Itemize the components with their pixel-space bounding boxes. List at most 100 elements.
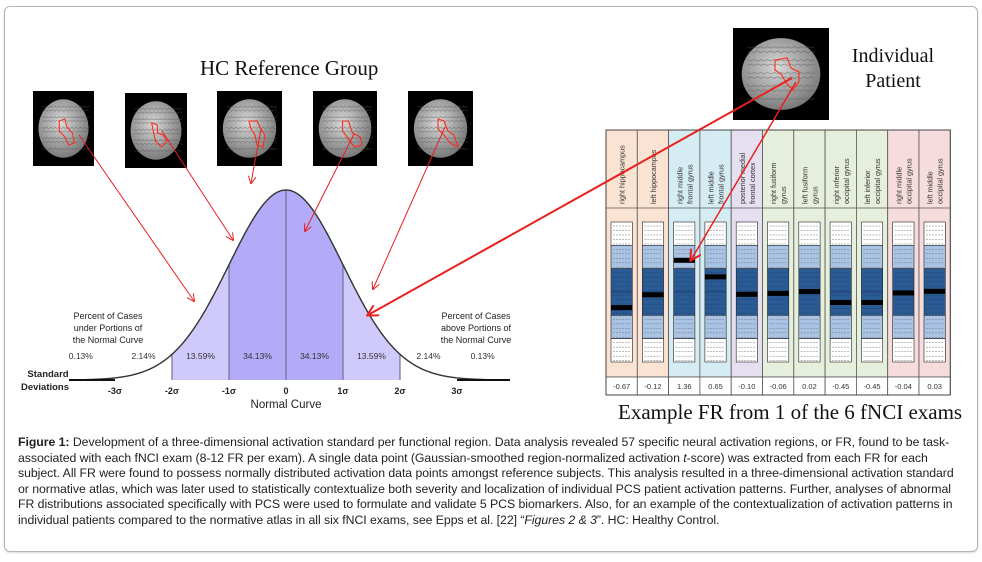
- patient-value-marker: [924, 288, 946, 294]
- column-header-label: occipital gyrus: [936, 158, 945, 204]
- brain-icon: [413, 99, 468, 158]
- reference-brain-image-5: [408, 91, 473, 166]
- right-note-line2: above Portions of: [441, 323, 512, 333]
- column-value: 0.03: [927, 382, 942, 391]
- caption-text-3: ”. HC: Healthy Control.: [596, 512, 720, 527]
- column-header-label: left fusiform: [800, 167, 809, 204]
- patient-value-marker: [611, 305, 633, 311]
- fr-column: right hippocampus-0.67: [605, 129, 638, 396]
- region-outline: [774, 57, 800, 91]
- column-header-label: frontal gyrus: [717, 164, 726, 204]
- brain-icon: [318, 99, 372, 158]
- reference-brain-image-1: [33, 91, 94, 166]
- column-header-label: gyrus: [810, 186, 819, 204]
- figure-caption: Figure 1: Development of a three-dimensi…: [18, 435, 966, 529]
- column-value: -0.45: [863, 382, 880, 391]
- arrow-brain2-to-curve: [161, 130, 233, 240]
- arrow-patient-to-curve: [368, 77, 793, 315]
- hc-reference-group-title: HC Reference Group: [200, 56, 379, 80]
- column-header-label: right hippocampus: [618, 145, 627, 204]
- arrow-brain3-to-curve: [251, 128, 262, 183]
- percentage-label: 13.59%: [357, 351, 386, 361]
- caption-italic-figures: Figures 2 & 3: [524, 512, 597, 527]
- patient-value-marker: [861, 300, 883, 305]
- normal-curve-title: Normal Curve: [251, 399, 322, 411]
- normal-curve-labels: Percent of Cases under Portions of the N…: [21, 311, 512, 411]
- column-value: -0.12: [644, 382, 661, 391]
- sd-tick-label: 1σ: [337, 386, 348, 396]
- reference-brain-image-4: [313, 91, 377, 166]
- individual-title-line2: Patient: [865, 70, 921, 92]
- right-note-line1: Percent of Cases: [441, 311, 511, 321]
- region-outline: [437, 118, 459, 149]
- sd-tick-label: -3σ: [108, 386, 122, 396]
- percentage-label: 34.13%: [243, 351, 272, 361]
- percentage-label: 34.13%: [300, 351, 329, 361]
- caption-text-2: -score) was extracted from each FR for e…: [18, 450, 954, 527]
- column-header-label: occipital gyrus: [873, 158, 882, 204]
- column-value: -0.45: [832, 382, 849, 391]
- arrow-brain1-to-curve: [78, 134, 194, 301]
- percentage-label: 0.13%: [471, 351, 496, 361]
- column-header-label: left hippocampus: [649, 149, 658, 204]
- patient-brain-image: [733, 28, 829, 120]
- sd-tick-label: 0: [283, 386, 288, 396]
- patient-value-marker: [798, 289, 821, 295]
- brain-icon: [38, 99, 89, 158]
- arrow-brain4-to-curve: [305, 133, 355, 231]
- column-header-label: frontal gyrus: [685, 164, 694, 204]
- caption-label: Figure 1:: [18, 435, 70, 449]
- column-header-label: frontal cortex: [748, 162, 757, 204]
- reference-brain-image-2: [125, 93, 187, 168]
- reference-brain-image-3: [217, 91, 282, 166]
- column-header-label: posterior medial: [738, 152, 747, 204]
- sd-tick-label: -1σ: [222, 386, 236, 396]
- individual-title-line1: Individual: [851, 45, 935, 67]
- column-header-label: right middle: [894, 167, 903, 204]
- sd-tick-label: 2σ: [394, 386, 405, 396]
- arrow-patient-to-table: [691, 81, 797, 260]
- column-value: -0.04: [895, 382, 912, 391]
- column-header-label: right fusiform: [769, 162, 778, 204]
- brain-icon: [222, 99, 277, 158]
- patient-value-marker: [642, 292, 664, 298]
- column-header-label: gyrus: [779, 186, 788, 204]
- patient-value-marker: [736, 291, 758, 297]
- left-note-line1: Percent of Cases: [73, 311, 143, 321]
- column-header-label: right middle: [675, 167, 684, 204]
- column-value: 1.36: [677, 382, 692, 391]
- percentage-label: 0.13%: [69, 351, 94, 361]
- left-note-line3: the Normal Curve: [73, 335, 144, 345]
- normal-curve-line: [86, 189, 486, 381]
- percentage-label: 13.59%: [186, 351, 215, 361]
- caption-italic-t: t: [683, 450, 687, 465]
- axis-label-line1: Standard: [27, 369, 68, 380]
- patient-value-marker: [704, 274, 727, 280]
- fr-column: left hippocampus -0.12: [636, 129, 669, 396]
- region-outline: [341, 120, 363, 148]
- percentage-label: 2.14%: [416, 351, 441, 361]
- individual-patient-title: Individual Patient: [838, 44, 948, 94]
- sd-tick-label: -2σ: [165, 386, 179, 396]
- patient-value-marker: [892, 290, 914, 296]
- column-value: 0.02: [802, 382, 817, 391]
- column-header-label: occipital gyrus: [842, 158, 851, 204]
- column-header-label: occipital gyrus: [904, 158, 913, 204]
- right-note-line3: the Normal Curve: [441, 335, 512, 345]
- column-header-label: left middle: [926, 171, 935, 204]
- column-value: 0.65: [708, 382, 723, 391]
- column-header-label: left middle: [707, 171, 716, 204]
- arrow-brain5-to-curve: [373, 126, 446, 289]
- example-fr-title: Example FR from 1 of the 6 fNCI exams: [618, 400, 963, 424]
- caption-text-1: Development of a three-dimensional activ…: [18, 435, 950, 465]
- region-outline: [248, 120, 266, 148]
